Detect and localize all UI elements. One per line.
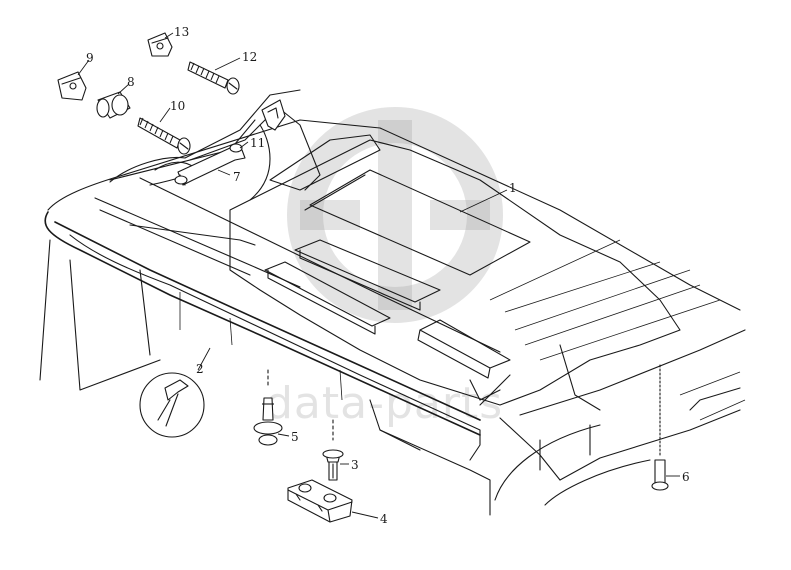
expanding-clip [322, 419, 344, 481]
callout-13: 13 [174, 25, 189, 39]
callout-1: 1 [509, 181, 517, 195]
bolt-6 [651, 364, 669, 491]
spring-nut-clip-13 [147, 32, 173, 57]
roof-clip [261, 99, 286, 131]
callout-3: 3 [351, 458, 359, 472]
spacer-sleeve [96, 91, 131, 119]
detail-inset [139, 372, 205, 438]
left-bracket-area [109, 89, 321, 201]
grab-handle [174, 143, 246, 186]
screw-10 [137, 117, 191, 155]
spring-nut-clip-9 [57, 71, 87, 101]
callout-2: 2 [196, 362, 204, 376]
callout-9: 9 [86, 51, 94, 65]
roof-panel [47, 119, 746, 506]
callout-8: 8 [127, 75, 135, 89]
mounting-bracket [287, 479, 353, 523]
callout-7: 7 [233, 170, 241, 184]
push-rivet [253, 369, 283, 446]
callout-5: 5 [291, 430, 299, 444]
callout-4: 4 [380, 512, 388, 526]
callout-labels: 1 2 3 4 5 6 7 8 9 10 11 12 13 [86, 25, 690, 526]
callout-10: 10 [170, 99, 185, 113]
callout-11: 11 [250, 136, 265, 150]
leader-lines [77, 32, 680, 519]
screw-12 [187, 61, 240, 95]
watermark-text: data-parts [265, 378, 503, 429]
callout-6: 6 [682, 470, 690, 484]
callout-12: 12 [242, 50, 257, 64]
front-trim-strip [39, 197, 491, 516]
